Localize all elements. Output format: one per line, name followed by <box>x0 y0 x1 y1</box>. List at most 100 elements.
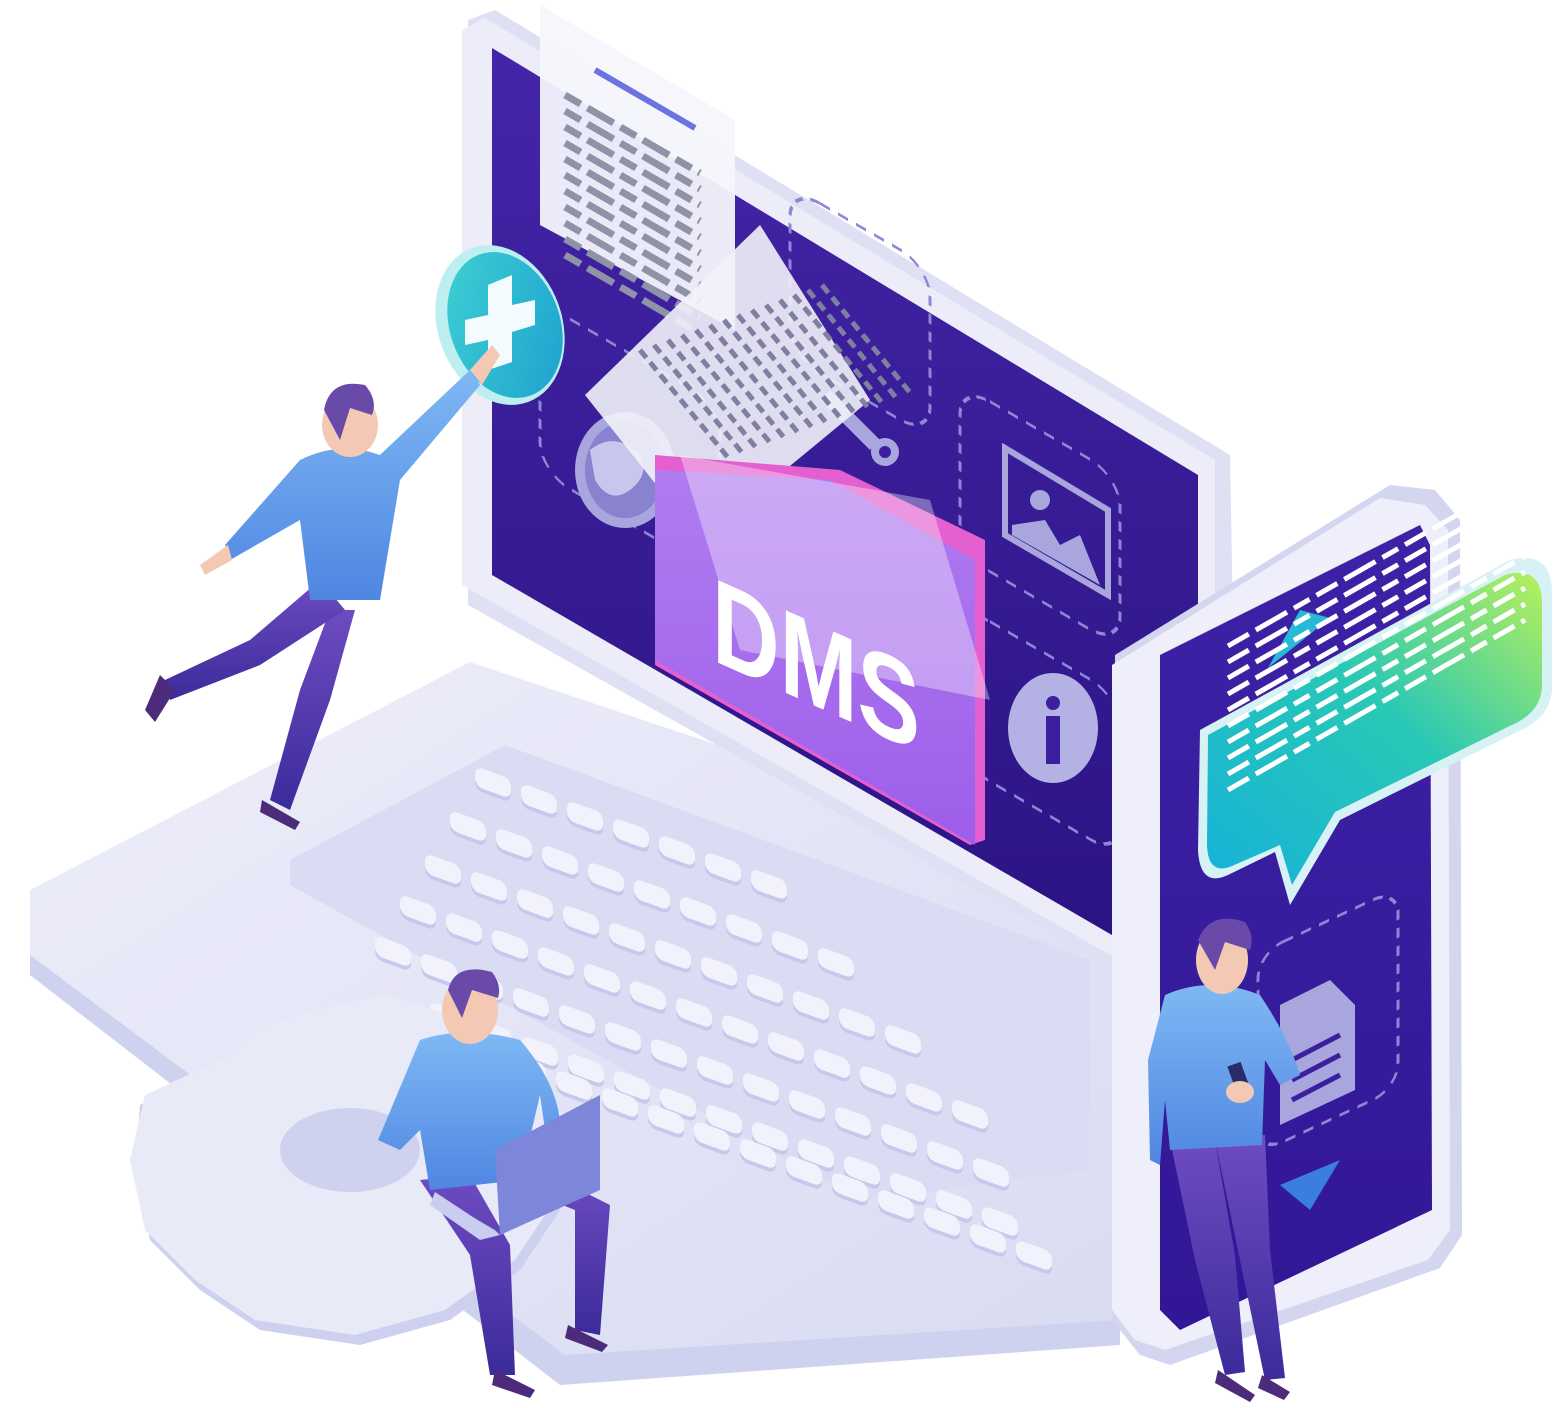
bubble-text-line <box>1226 569 1527 745</box>
paper-line <box>820 283 914 397</box>
keyboard-key <box>835 1107 871 1140</box>
bubble-text-line <box>1226 585 1527 761</box>
keyboard-key <box>768 1032 804 1065</box>
keyboard-key <box>706 1105 742 1138</box>
keyboard-key <box>660 1088 696 1121</box>
document-line <box>563 203 702 289</box>
keyboard-key <box>651 1039 687 1072</box>
keyboard-key <box>878 1190 914 1223</box>
paper-line <box>694 328 788 442</box>
keyboard-key <box>924 1207 960 1240</box>
triangle-down-icon <box>1280 1160 1340 1210</box>
bubble-text-line <box>1226 553 1527 729</box>
person-standing <box>1148 918 1300 1402</box>
person-reaching <box>145 345 500 830</box>
keyboard-key <box>752 1122 788 1155</box>
keyboard-key <box>556 1071 592 1104</box>
paper-line <box>750 308 844 422</box>
keyboard-key <box>814 1049 850 1082</box>
keyboard-key <box>793 991 829 1024</box>
keyboard-key <box>421 954 457 987</box>
keyboard-key <box>973 1158 1009 1191</box>
keyboard-key <box>927 1141 963 1174</box>
keyboard-key <box>542 846 578 879</box>
keyboard-key <box>722 1015 758 1048</box>
keyboard-key <box>952 1100 988 1133</box>
keyboard-key <box>860 1066 896 1099</box>
keyboard-key <box>605 1022 641 1055</box>
keyboard-key <box>375 937 411 970</box>
bubble-text-line <box>1226 617 1527 793</box>
keyboard-key <box>789 1090 825 1123</box>
bubble-text-line <box>1226 601 1527 777</box>
person-sitting <box>378 969 610 1398</box>
keyboard-key <box>513 988 549 1021</box>
paper-line <box>764 303 858 417</box>
keyboard-key <box>885 1025 921 1058</box>
document-line <box>563 107 702 193</box>
keyboard-key <box>839 1008 875 1041</box>
keyboard-key <box>697 1056 733 1089</box>
keyboard-key <box>786 1156 822 1189</box>
keyboard-key <box>425 855 461 888</box>
keyboard-key <box>521 785 557 818</box>
keyboard-key <box>634 880 670 913</box>
keyboard-key <box>496 829 532 862</box>
keyboard-key <box>475 768 511 801</box>
keyboard-key <box>602 1088 638 1121</box>
laptop-device-icon <box>430 1095 600 1240</box>
dms-folder: DMS <box>585 225 990 845</box>
keyboard-key <box>832 1173 868 1206</box>
keyboard-key <box>740 1139 776 1172</box>
keyboard-key <box>970 1224 1006 1257</box>
bubble-text-line <box>1226 537 1527 713</box>
document-line <box>563 219 702 305</box>
document-line <box>563 123 702 209</box>
keyboard-key <box>655 940 691 973</box>
keyboard-key <box>818 948 854 981</box>
keyboard-key <box>492 930 528 963</box>
keyboard-key <box>609 923 645 956</box>
keyboard-key <box>881 1124 917 1157</box>
paper-line <box>666 338 760 452</box>
info-icon <box>1008 673 1098 783</box>
keyboard-key <box>890 1173 926 1206</box>
keyboard-key <box>844 1156 880 1189</box>
keyboard-key <box>450 812 486 845</box>
paper-line <box>680 333 774 447</box>
document-line <box>563 235 702 321</box>
keyboard-key <box>584 964 620 997</box>
paper-line <box>736 313 830 427</box>
keyboard-key <box>614 1071 650 1104</box>
document-icon <box>1280 980 1355 1125</box>
keyboard-key <box>567 802 603 835</box>
keyboard-key <box>936 1190 972 1223</box>
document-line <box>563 187 702 273</box>
keyboard-key <box>751 870 787 903</box>
keyboard-key <box>400 896 436 929</box>
bubble-text-line <box>1226 521 1527 697</box>
keyboard-key <box>522 1037 558 1070</box>
document-line <box>563 155 702 241</box>
plus-icon <box>435 245 565 405</box>
keyboard-key <box>906 1083 942 1116</box>
keyboard-key <box>446 913 482 946</box>
document-line <box>563 171 702 257</box>
keyboard-key <box>680 897 716 930</box>
keyboard-key <box>648 1105 684 1138</box>
keyboard-key <box>743 1073 779 1106</box>
keyboard-key <box>538 947 574 980</box>
document-sheet <box>540 5 735 337</box>
keyboard-key <box>726 914 762 947</box>
speech-bubble <box>1198 473 1552 905</box>
keyboard-key <box>568 1054 604 1087</box>
keyboard-key <box>701 957 737 990</box>
keyboard-key <box>588 863 624 896</box>
paper-line <box>638 348 732 462</box>
keyboard-key <box>630 981 666 1014</box>
keyboard-key <box>747 974 783 1007</box>
keyboard-key <box>659 836 695 869</box>
paper-line <box>778 298 872 412</box>
